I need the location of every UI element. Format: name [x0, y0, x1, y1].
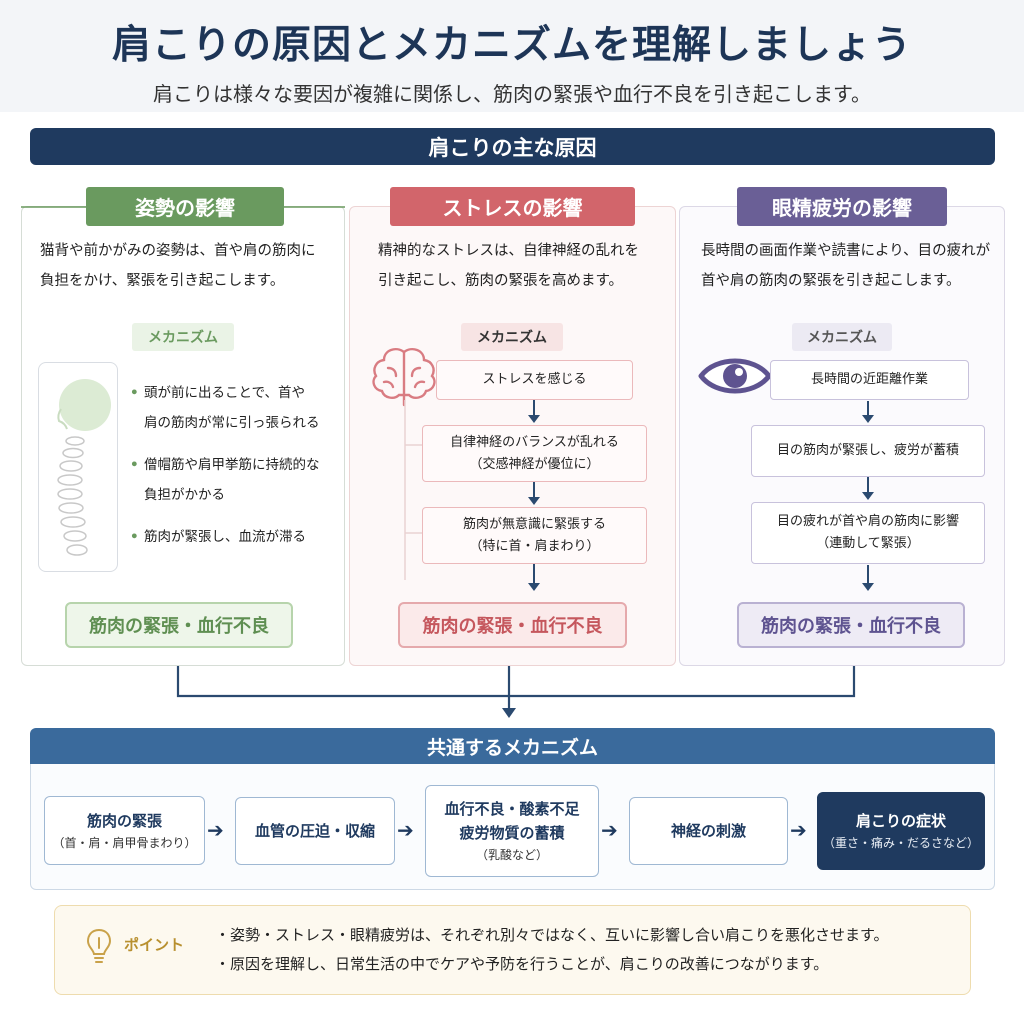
spine-illustration-frame	[38, 362, 118, 572]
eyestrain-flow-step: 長時間の近距離作業	[770, 360, 969, 400]
main-section-title: 肩こりの主な原因	[30, 128, 995, 165]
eyestrain-mechanism-label: メカニズム	[792, 323, 892, 351]
posture-mechanism-label: メカニズム	[132, 323, 234, 351]
stress-description: 精神的なストレスは、自律神経の乱れを 引き起こし、筋肉の緊張を高めます。	[378, 243, 639, 289]
common-mechanism-title: 共通するメカニズム	[30, 728, 995, 765]
eye-icon	[698, 358, 772, 394]
stress-flow-connectors	[404, 400, 540, 591]
posture-description: 猫背や前かがみの姿勢は、首や肩の筋肉に 負担をかけ、緊張を引き起こします。	[40, 243, 316, 289]
common-step: 血管の圧迫・収縮	[235, 797, 395, 865]
eyestrain-flow-step: 目の疲れが首や肩の筋肉に影響 （連動して緊張）	[751, 502, 985, 564]
stress-flow-step: 自律神経のバランスが乱れる （交感神経が優位に）	[422, 425, 647, 482]
posture-result: 筋肉の緊張・血行不良	[65, 602, 293, 648]
lightbulb-icon	[86, 928, 112, 963]
point-line: ・姿勢・ストレス・眼精疲労は、それぞれ別々ではなく、互いに影響し合い肩こりを悪化…	[215, 926, 889, 944]
stress-card-title: ストレスの影響	[390, 187, 635, 226]
eyestrain-card-title: 眼精疲労の影響	[737, 187, 947, 226]
eyestrain-result: 筋肉の緊張・血行不良	[737, 602, 965, 648]
arrow-right-icon: ➔	[601, 818, 618, 842]
list-item: • 頭が前に出ることで、首や 肩の筋肉が常に引っ張られる	[130, 385, 320, 431]
arrow-right-icon: ➔	[207, 818, 224, 842]
spine-icon	[57, 379, 111, 556]
point-label: ポイント	[124, 936, 185, 954]
common-step-symptom: 肩こりの症状 （重さ・痛み・だるさなど）	[817, 792, 985, 870]
list-item: • 僧帽筋や肩甲挙筋に持続的な 負担がかかる	[130, 457, 320, 503]
point-box	[54, 905, 971, 995]
posture-card-title: 姿勢の影響	[86, 187, 284, 226]
list-item: • 筋肉が緊張し、血流が滞る	[130, 529, 306, 545]
page-title: 肩こりの原因とメカニズムを理解しましょう	[111, 23, 912, 68]
header-band	[0, 0, 1024, 112]
point-line: ・原因を理解し、日常生活の中でケアや予防を行うことが、肩こりの改善につながります…	[215, 955, 829, 973]
common-step: 神経の刺激	[629, 797, 788, 865]
common-step: 血行不良・酸素不足 疲労物質の蓄積 （乳酸など）	[425, 785, 599, 877]
eyestrain-description: 長時間の画面作業や読書により、目の疲れが 首や肩の筋肉の緊張を引き起こします。	[701, 243, 991, 289]
common-step: 筋肉の緊張 （首・肩・肩甲骨まわり）	[44, 796, 205, 865]
page-subtitle: 肩こりは様々な要因が複雑に関係し、筋肉の緊張や血行不良を引き起こします。	[153, 82, 871, 106]
stress-result: 筋肉の緊張・血行不良	[398, 602, 627, 648]
eyestrain-flow-arrows	[862, 401, 874, 591]
stress-mechanism-label: メカニズム	[461, 323, 563, 351]
eyestrain-flow-step: 目の筋肉が緊張し、疲労が蓄積	[751, 425, 985, 477]
brain-icon	[372, 348, 436, 407]
arrow-right-icon: ➔	[397, 818, 414, 842]
posture-mechanism-list: • 頭が前に出ることで、首や 肩の筋肉が常に引っ張られる • 僧帽筋や肩甲挙筋に…	[128, 378, 338, 564]
merge-connector	[21, 206, 856, 718]
stress-flow-step: 筋肉が無意識に緊張する （特に首・肩まわり）	[422, 507, 647, 564]
arrow-right-icon: ➔	[790, 818, 807, 842]
stress-flow-step: ストレスを感じる	[436, 360, 633, 400]
